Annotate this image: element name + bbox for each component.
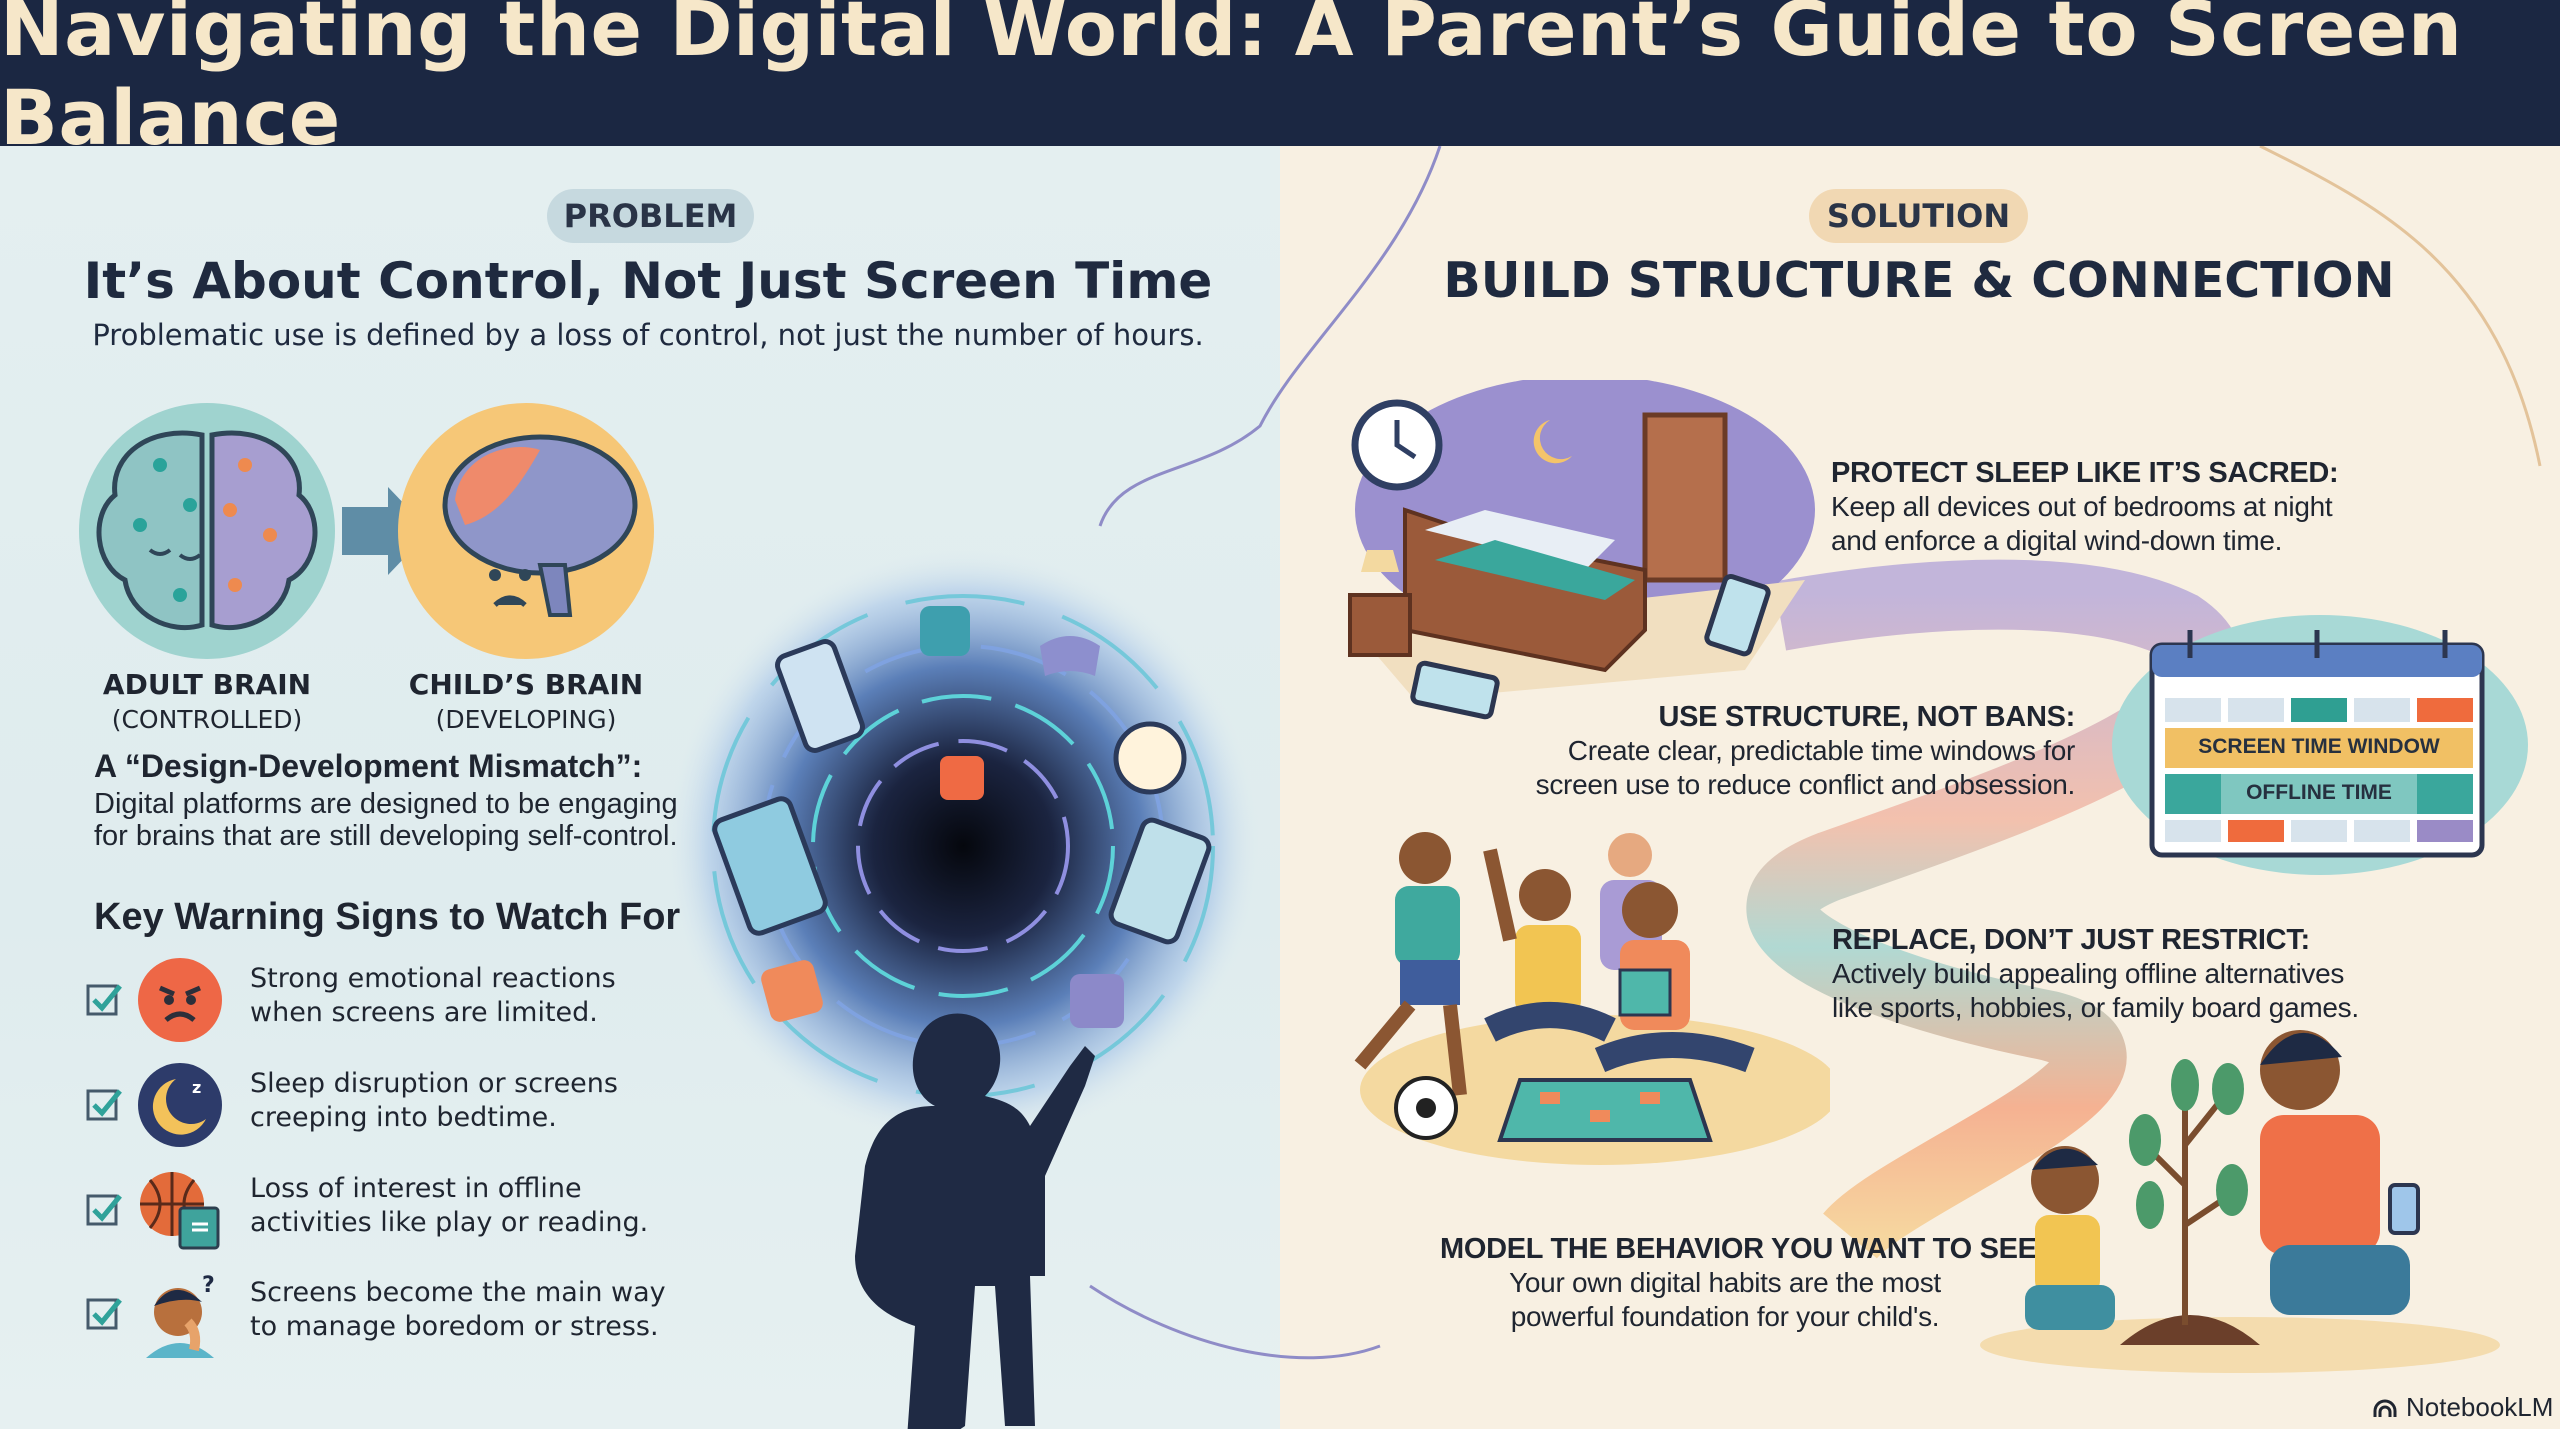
mismatch-heading: A “Design-Development Mismatch”:: [94, 748, 643, 784]
winding-path-decoration: [663, 146, 2542, 1429]
child-silhouette: [855, 1013, 1095, 1429]
checkbox-checked-icon: [86, 1298, 122, 1330]
moon-sleep-icon: z: [138, 1063, 222, 1147]
warning-text: creeping into bedtime.: [250, 1102, 557, 1133]
brand-name: NotebookLM: [2406, 1392, 2554, 1422]
warning-text: Loss of interest in offline: [250, 1173, 582, 1204]
offline-time-label: OFFLINE TIME: [2246, 781, 2392, 804]
step-heading: REPLACE, DON’T JUST RESTRICT:: [1832, 924, 2310, 956]
child-brain-icon: [398, 403, 654, 659]
basketball-book-icon: [140, 1172, 220, 1250]
nightstand-icon: [1348, 593, 1412, 657]
calendar-icon: [2112, 615, 2528, 875]
brain-comparison-illustration: [79, 403, 654, 659]
tablet-icon: [1704, 573, 1771, 657]
door-icon: [1642, 412, 1728, 583]
tablet-icon: [1108, 817, 1212, 945]
step-text: like sports, hobbies, or family board ga…: [1832, 992, 2359, 1023]
music-icon: [940, 756, 984, 800]
step-heading: PROTECT SLEEP LIKE IT’S SACRED:: [1831, 457, 2339, 489]
step-model-behavior: MODEL THE BEHAVIOR YOU WANT TO SEE: Your…: [1440, 1232, 2047, 1334]
angry-face-icon: [138, 958, 222, 1042]
mismatch-line: for brains that are still developing sel…: [94, 820, 678, 852]
step-text: screen use to reduce conflict and obsess…: [1535, 769, 2076, 800]
brain-sublabel: (DEVELOPING): [435, 705, 617, 734]
warning-text: Screens become the main way: [250, 1277, 666, 1308]
step-replace: REPLACE, DON’T JUST RESTRICT: Actively b…: [1832, 923, 2359, 1025]
screen-time-bar: [2165, 728, 2473, 768]
sapling-icon: [2142, 1093, 2232, 1325]
svg-text:z: z: [192, 1078, 201, 1097]
page-title: Navigating the Digital World: A Parent’s…: [0, 0, 2463, 162]
step-text: Keep all devices out of bedrooms at nigh…: [1831, 491, 2333, 522]
mismatch-line: Digital platforms are designed to be eng…: [94, 788, 678, 820]
adult-brain-label: ADULT BRAIN (CONTROLLED): [103, 668, 311, 734]
clock-app-icon: [1070, 974, 1124, 1028]
book-icon: [1618, 968, 1672, 1017]
step-heading: MODEL THE BEHAVIOR YOU WANT TO SEE:: [1440, 1233, 2047, 1265]
step-text: Actively build appealing offline alterna…: [1832, 958, 2345, 989]
warning-text: activities like play or reading.: [250, 1207, 649, 1238]
gamepad-app-icon: [761, 960, 823, 1022]
warning-text: to manage boredom or stress.: [250, 1311, 659, 1342]
phone-icon: [1410, 660, 1500, 720]
phone-icon: [2388, 1183, 2420, 1235]
step-heading: USE STRUCTURE, NOT BANS:: [1658, 701, 2075, 733]
tablet-icon: [712, 796, 828, 936]
problem-title: It’s About Control, Not Just Screen Time: [83, 252, 1213, 310]
parent-child-planting-illustration: [1980, 1030, 2500, 1373]
moon-icon: [1533, 420, 1572, 464]
soil-mound: [2120, 1315, 2260, 1345]
bored-child-icon: ?: [146, 1273, 215, 1358]
warning-text: Sleep disruption or screens: [250, 1068, 618, 1099]
warning-text: when screens are limited.: [250, 997, 598, 1028]
solution-title: BUILD STRUCTURE & CONNECTION: [1443, 252, 2395, 309]
brain-label: CHILD’S BRAIN: [408, 668, 644, 701]
step-text: Create clear, predictable time windows f…: [1567, 735, 2076, 766]
digital-vortex-illustration: [663, 546, 1263, 1429]
checkbox-checked-icon: [86, 1089, 122, 1121]
svg-text:?: ?: [202, 1273, 215, 1298]
step-text: and enforce a digital wind-down time.: [1831, 525, 2283, 556]
checkbox-checked-icon: [86, 1194, 122, 1226]
warning-heading: Key Warning Signs to Watch For: [94, 896, 681, 938]
schedule-calendar: SCREEN TIME WINDOW OFFLINE TIME: [2110, 600, 2530, 890]
screen-time-label: SCREEN TIME WINDOW: [2198, 735, 2440, 758]
problem-subtitle: Problematic use is defined by a loss of …: [92, 318, 1204, 352]
checkbox-checked-icon: [86, 984, 122, 1016]
game-controller-icon: [1040, 636, 1100, 676]
phone-icon: [775, 639, 865, 753]
brain-sublabel: (CONTROLLED): [111, 705, 303, 734]
bedroom-illustration: [1348, 380, 1815, 720]
step-protect-sleep: PROTECT SLEEP LIKE IT’S SACRED: Keep all…: [1831, 456, 2339, 558]
step-use-structure: USE STRUCTURE, NOT BANS: Create clear, p…: [1530, 700, 2076, 802]
warning-text: Strong emotional reactions: [250, 963, 616, 994]
solution-badge: SOLUTION: [1809, 189, 2028, 243]
family-activities-illustration: [1354, 832, 1830, 1165]
notebooklm-logo-icon: [2373, 1399, 2397, 1417]
header-banner: Navigating the Digital World: A Parent’s…: [0, 0, 2560, 162]
app-icons: [712, 606, 1212, 1028]
step-text: powerful foundation for your child's.: [1510, 1301, 1940, 1332]
compass-app-icon: [920, 606, 970, 656]
adult-brain-icon: [79, 403, 335, 659]
child-brain-label: CHILD’S BRAIN (DEVELOPING): [409, 668, 643, 734]
brain-label: ADULT BRAIN: [102, 668, 312, 701]
problem-badge: PROBLEM: [547, 189, 754, 243]
stopwatch-icon: [1113, 721, 1187, 795]
step-text: Your own digital habits are the most: [1509, 1267, 1941, 1298]
notebooklm-watermark: NotebookLM: [2372, 1392, 2553, 1423]
